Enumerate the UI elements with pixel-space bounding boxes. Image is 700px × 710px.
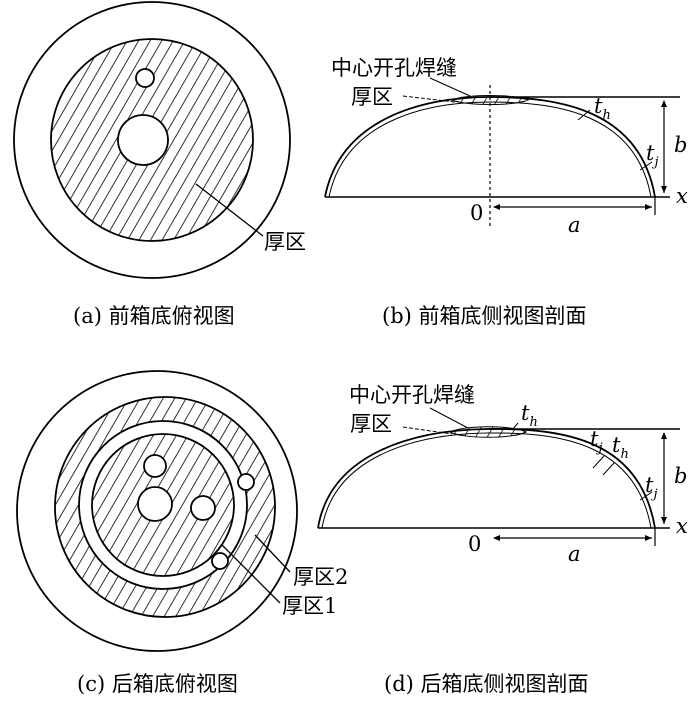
th-tick-mid-d <box>602 462 615 476</box>
panel-c-top-view: 厚区2 厚区1 (c) 后箱底俯视图 <box>16 370 348 696</box>
hole-upper-c <box>143 454 167 478</box>
label-thick-zone-a: 厚区 <box>264 230 306 254</box>
caption-a: (a) 前箱底俯视图 <box>73 304 235 328</box>
caption-d: (d) 后箱底侧视图剖面 <box>384 672 589 696</box>
tj-symbol-b: tj <box>646 141 658 170</box>
hole-outer-top-c <box>237 473 255 491</box>
caption-b: (b) 前箱底侧视图剖面 <box>382 304 587 328</box>
th-symbol-b: th <box>594 94 611 123</box>
weld-leader-b <box>429 77 471 97</box>
label-zone1-c: 厚区1 <box>282 594 337 618</box>
panel-a-top-view: 厚区 (a) 前箱底俯视图 <box>13 1 306 328</box>
th-mid-symbol-d: th <box>612 433 629 462</box>
tj-tick-b <box>639 161 653 171</box>
b-symbol-b: b <box>674 133 687 157</box>
hole-outer-bottom-c <box>211 552 229 570</box>
tj-mid-symbol-d: tj <box>590 427 602 456</box>
th-top-leader-d <box>511 422 519 431</box>
thick-label-d: 厚区 <box>350 412 392 436</box>
hole-right-c <box>190 495 216 521</box>
th-tick-b <box>577 109 591 121</box>
origin-b: 0 <box>470 201 483 225</box>
dome-outer-d <box>317 428 656 529</box>
th-top-symbol-d: th <box>521 401 538 430</box>
weld-label-d: 中心开孔焊缝 <box>349 383 475 407</box>
a-symbol-b: a <box>568 213 581 237</box>
weld-leader-d <box>429 407 469 429</box>
x-symbol-b: x <box>676 184 688 208</box>
weld-label-b: 中心开孔焊缝 <box>331 56 457 80</box>
caption-c: (c) 后箱底俯视图 <box>77 672 238 696</box>
label-zone2-c: 厚区2 <box>293 565 348 589</box>
a-symbol-d: a <box>568 542 581 566</box>
leader-zone1-c <box>221 544 281 604</box>
tj-symbol-d: tj <box>645 473 657 502</box>
b-symbol-d: b <box>674 464 687 488</box>
origin-d: 0 <box>468 532 481 556</box>
panel-d-side-section: 中心开孔焊缝 厚区 th tj th tj b x 0 a (d) 后箱底侧视图… <box>317 383 688 696</box>
small-hole-a <box>135 68 155 88</box>
center-hole-c <box>137 486 173 522</box>
thick-label-b: 厚区 <box>351 85 393 109</box>
tj-tick-d <box>639 491 653 501</box>
thick-leader-d <box>402 426 453 435</box>
thick-leader-b <box>402 95 456 103</box>
leader-a <box>195 183 264 237</box>
leader-zone2-c <box>254 534 291 573</box>
tj-tick-mid-d <box>592 455 605 469</box>
panel-b-side-section: 中心开孔焊缝 厚区 th tj b x 0 a (b) 前箱底侧视图剖面 <box>324 56 688 328</box>
center-hole-a <box>117 114 169 166</box>
x-symbol-d: x <box>676 514 688 538</box>
